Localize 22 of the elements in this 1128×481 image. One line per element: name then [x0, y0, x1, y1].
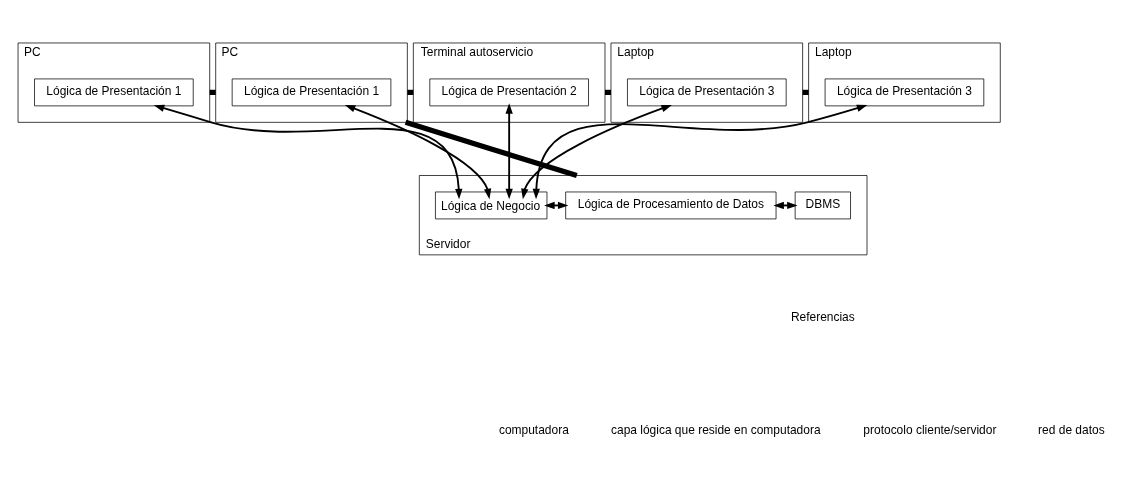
connector — [407, 89, 414, 95]
legend-label: red de datos — [1038, 422, 1105, 437]
arrow — [532, 104, 868, 199]
node-box: Lógica de Presentación 3 — [627, 78, 787, 106]
legend-label: protocolo cliente/servidor — [863, 422, 997, 437]
arrow — [505, 102, 513, 199]
legend-label: capa lógica que reside en computadora — [610, 422, 821, 437]
label: Referencias — [790, 309, 855, 324]
arrow — [153, 104, 463, 199]
node-box: Lógica de Negocio — [435, 191, 548, 219]
node-box: Lógica de Presentación 1 — [231, 78, 392, 106]
node-box: Lógica de Presentación 2 — [429, 78, 589, 106]
node-box: Lógica de Procesamiento de Datos — [565, 191, 777, 219]
node-box: DBMS — [794, 191, 851, 219]
node-box: Lógica de Presentación 3 — [824, 78, 985, 106]
legend-label: computadora — [498, 422, 569, 437]
connector — [209, 89, 216, 95]
node-box: Lógica de Presentación 1 — [34, 78, 194, 106]
arrow — [344, 104, 492, 199]
arrow — [521, 104, 672, 199]
connector — [802, 89, 809, 95]
connector — [605, 89, 611, 95]
